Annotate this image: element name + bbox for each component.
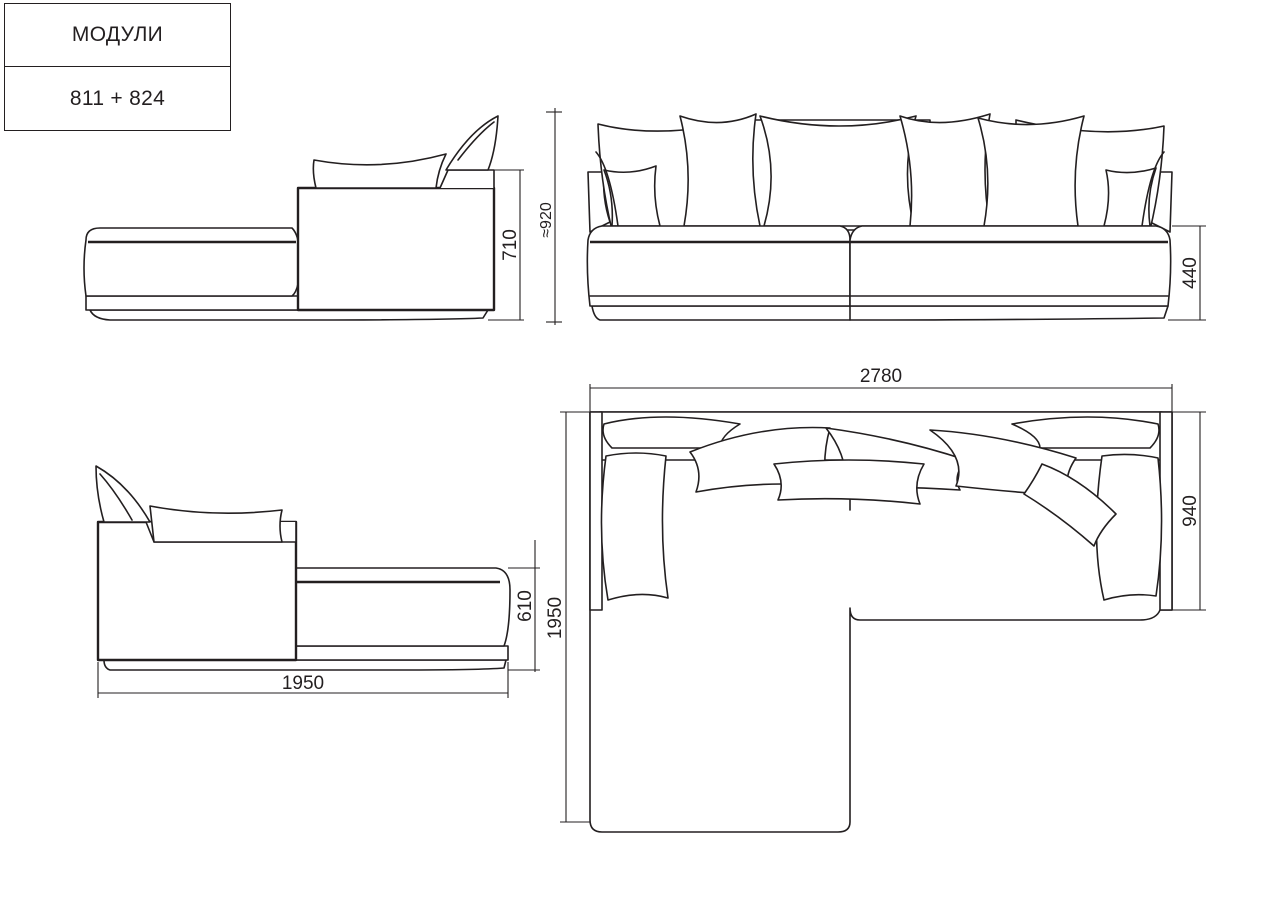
dim-940-label: 940 — [1180, 495, 1201, 527]
side-view-bottom: 1950 610 — [95, 465, 540, 698]
dim-1950-side-label: 1950 — [282, 673, 324, 694]
dim-610-label: 610 — [515, 590, 536, 622]
modules-header: МОДУЛИ — [5, 4, 230, 67]
front-view: 440 — [586, 113, 1206, 321]
modules-info-table: МОДУЛИ 811 + 824 — [4, 3, 231, 131]
side-view-top: 710 ≈920 — [83, 108, 562, 325]
plan-view: 2780 940 1950 — [545, 366, 1206, 833]
dim-440-label: 440 — [1180, 257, 1201, 289]
dim-2780-label: 2780 — [860, 366, 902, 387]
dim-920-label: ≈920 — [538, 202, 555, 238]
dim-1950-plan-label: 1950 — [545, 597, 566, 639]
dim-710-label: 710 — [500, 229, 521, 261]
modules-list: 811 + 824 — [69, 86, 166, 110]
